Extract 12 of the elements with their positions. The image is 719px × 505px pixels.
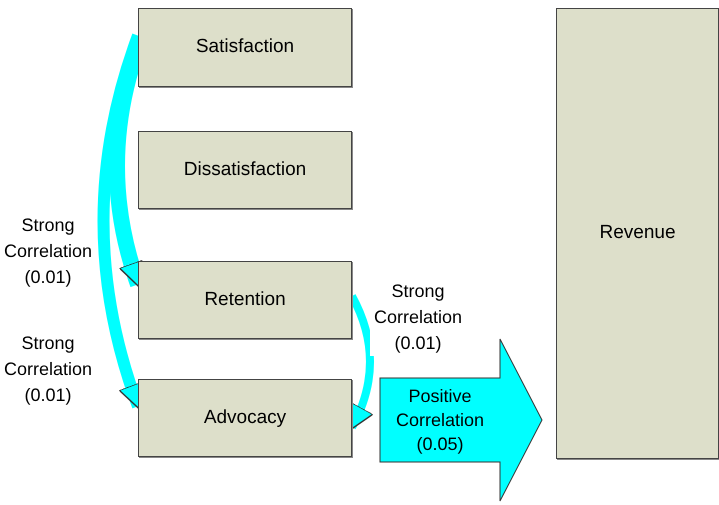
box-label: Advocacy [204,406,286,430]
block-arrow [380,338,543,502]
process-box [138,8,352,87]
process-box [138,379,352,457]
process-box [138,131,352,209]
box-label: Retention [204,288,286,312]
box-label: Dissatisfaction [184,158,306,182]
process-box [138,261,352,339]
process-box [556,8,719,459]
box-label: Satisfaction [196,35,294,60]
edge-label: Positive Correlation (0.05) [394,385,486,456]
box-label: Revenue [599,221,676,246]
